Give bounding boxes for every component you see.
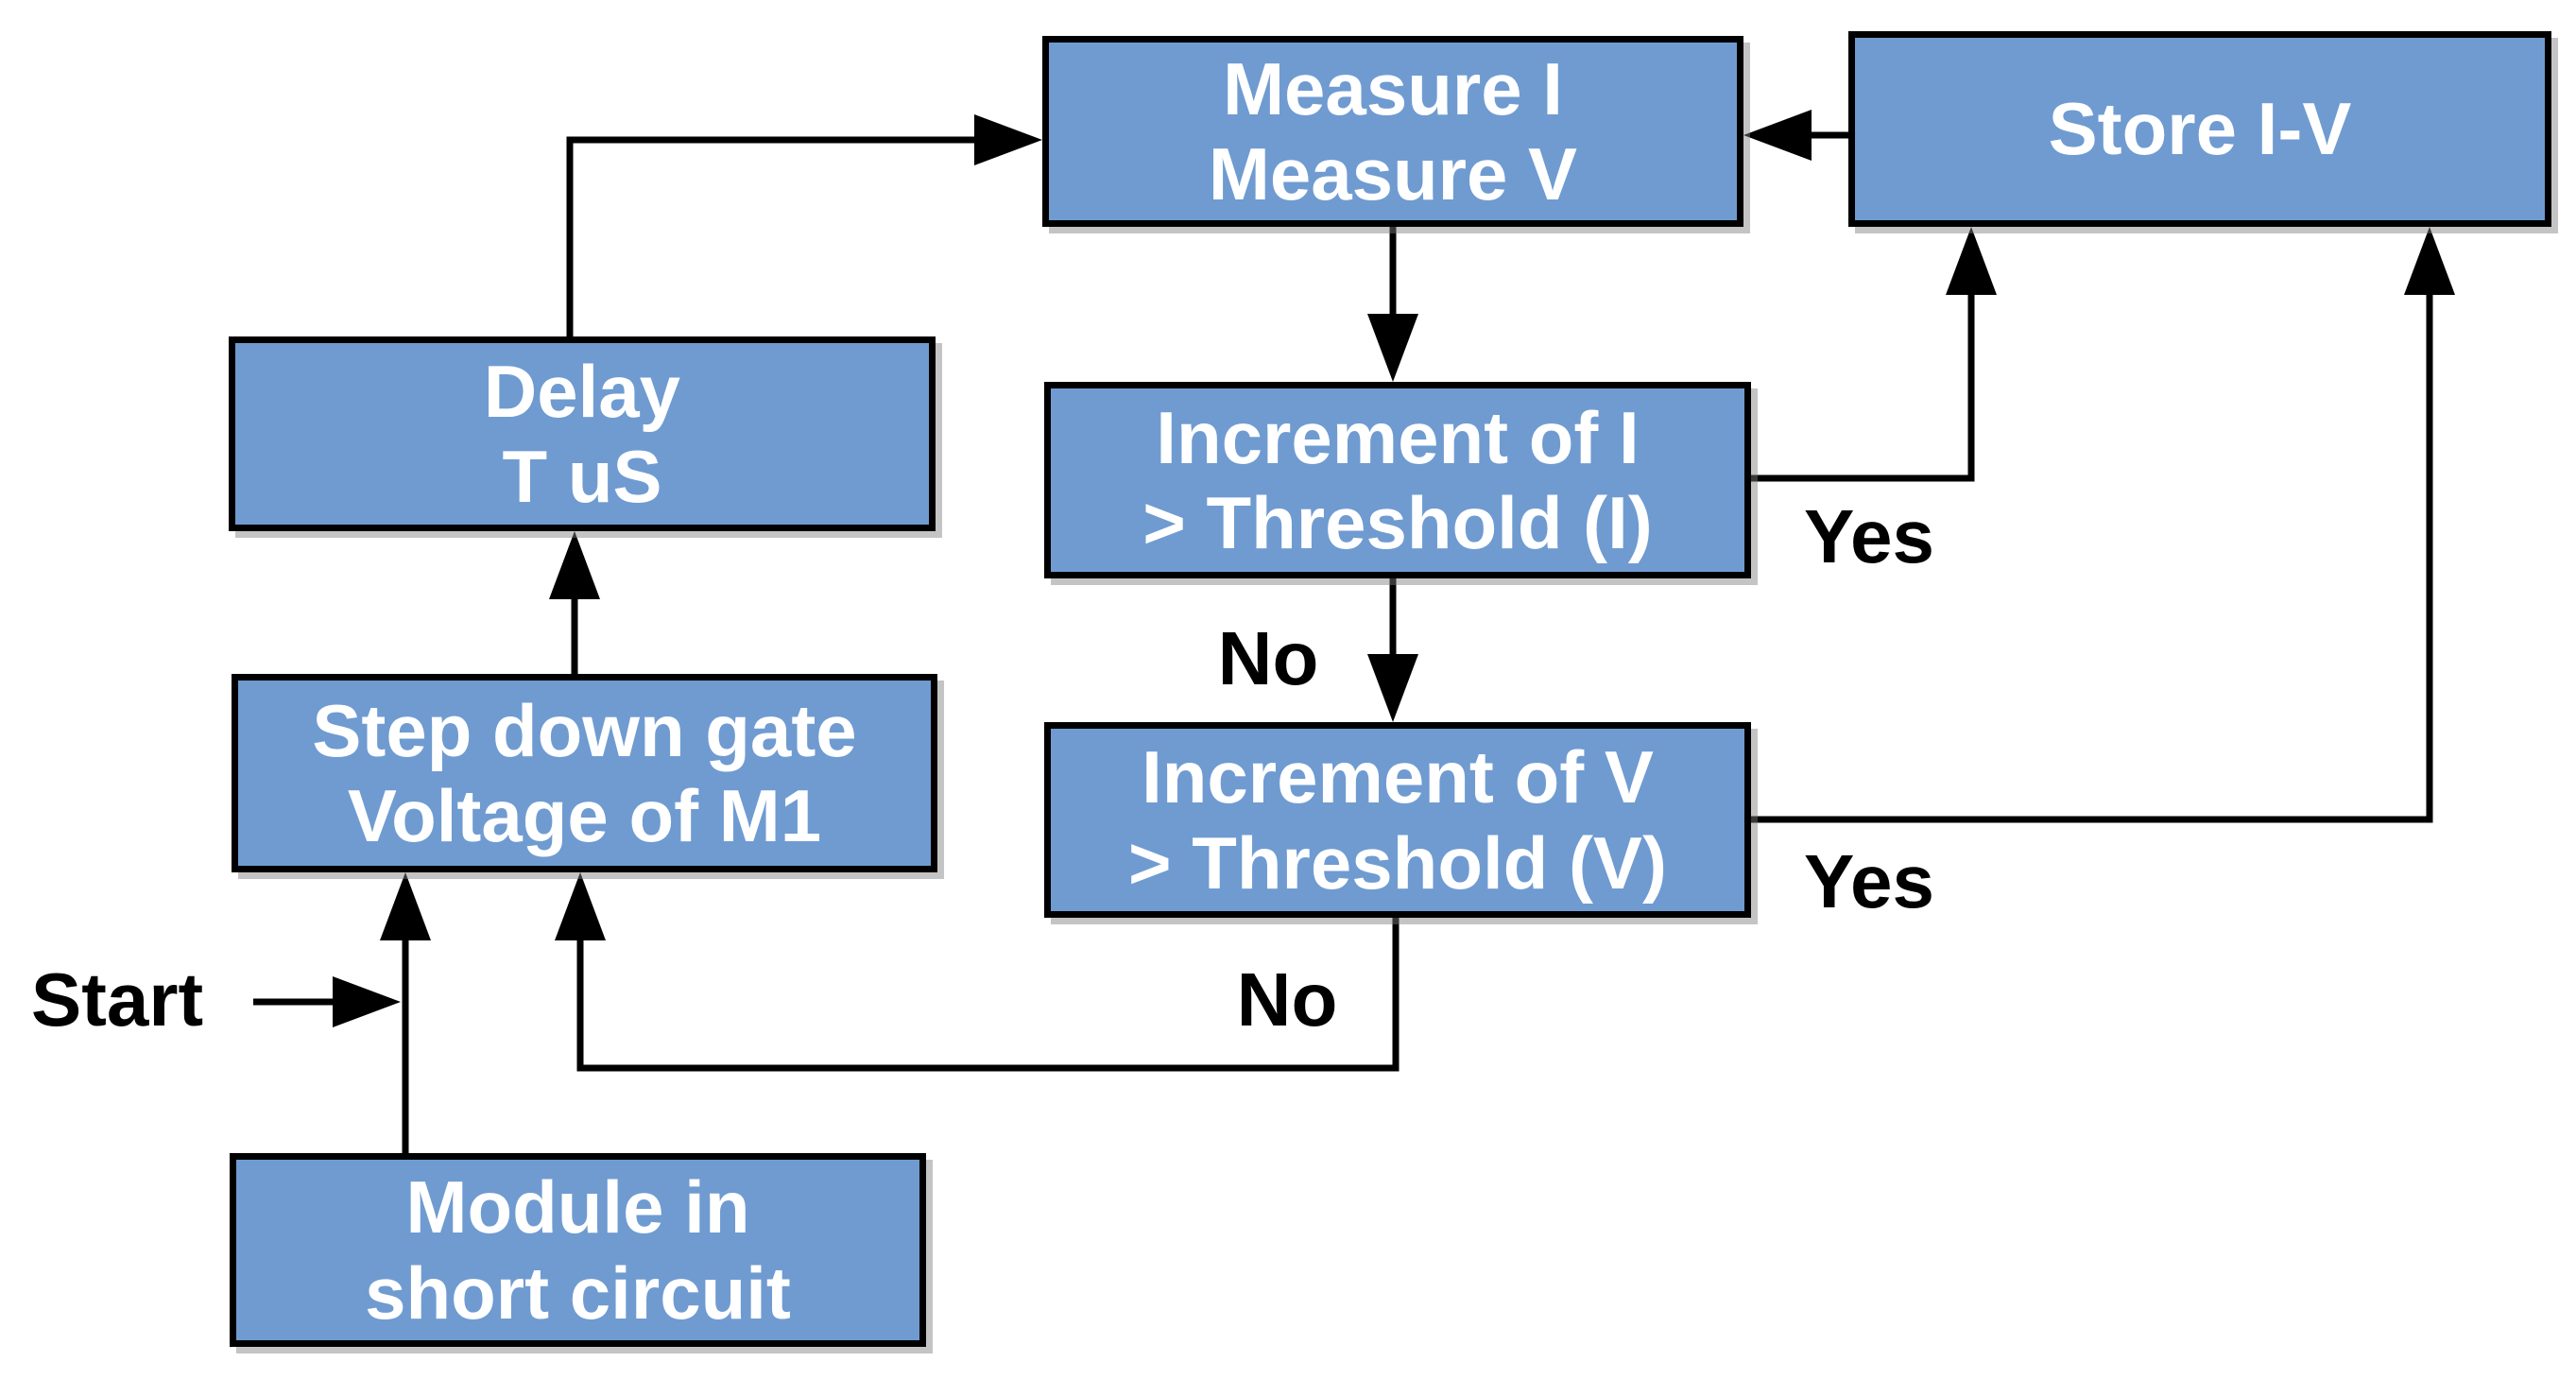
edge-store-to-measure (1743, 110, 1848, 161)
arrowhead-into-measure-right (1743, 110, 1812, 161)
node-increment-i: Increment of I > Threshold (I) (1044, 382, 1751, 578)
arrowhead-into-delay-bottom (549, 531, 600, 599)
node-increment-i-line2: > Threshold (I) (1142, 481, 1653, 564)
yes-label-increment-v: Yes (1804, 839, 1934, 923)
edge-increment-v-yes-to-store (1751, 227, 2455, 823)
edge-line (576, 918, 1400, 1072)
node-increment-v-line2: > Threshold (V) (1128, 820, 1667, 905)
node-delay-line1: Delay (483, 349, 681, 433)
arrowhead-into-store-bottom-right (2404, 227, 2455, 295)
node-module-short-circuit-line1: Module in (405, 1165, 750, 1250)
edge-line (1751, 288, 1975, 482)
node-store-iv-line1: Store I-V (2048, 87, 2352, 171)
edge-increment-i-no-to-increment-v (1367, 578, 1418, 722)
arrowhead-start (333, 976, 401, 1027)
node-module-short-circuit: Module in short circuit (230, 1153, 926, 1347)
node-increment-v-line1: Increment of V (1142, 735, 1654, 819)
node-step-down-gate-line1: Step down gate (312, 688, 857, 772)
node-store-iv: Store I-V (1848, 31, 2551, 227)
node-module-short-circuit-line2: short circuit (365, 1250, 791, 1335)
edge-line (1751, 288, 2433, 823)
no-label-increment-v: No (1236, 957, 1338, 1042)
arrowhead-into-measure-left (974, 114, 1042, 165)
node-step-down-gate-line2: Voltage of M1 (347, 774, 822, 857)
node-measure-line2: Measure V (1208, 132, 1578, 215)
no-label-increment-i: No (1217, 616, 1319, 700)
node-measure-line1: Measure I (1223, 46, 1563, 130)
edge-increment-i-yes-to-store (1751, 227, 1997, 482)
edge-measure-to-increment-i (1367, 227, 1418, 382)
arrowhead-into-step-down-bottom-left (380, 872, 431, 940)
start-label: Start (30, 957, 204, 1042)
arrowhead-into-step-down-bottom-right (555, 872, 606, 940)
node-increment-v: Increment of V > Threshold (V) (1044, 722, 1751, 918)
node-measure: Measure I Measure V (1042, 36, 1743, 227)
node-step-down-gate: Step down gate Voltage of M1 (232, 674, 937, 872)
edge-module-to-step-down (380, 872, 431, 1153)
edge-start-arrow (253, 976, 401, 1027)
arrowhead-into-increment-i-top (1367, 314, 1418, 382)
edge-line (566, 136, 979, 336)
arrowhead-into-increment-v-top (1367, 654, 1418, 722)
edge-delay-to-measure (566, 114, 1042, 336)
edge-increment-v-no-to-step-down (555, 872, 1400, 1072)
node-delay: Delay T uS (229, 336, 936, 531)
node-increment-i-line1: Increment of I (1156, 395, 1640, 479)
arrowhead-into-store-bottom-left (1946, 227, 1997, 295)
edge-step-down-to-delay (549, 531, 600, 674)
yes-label-increment-i: Yes (1804, 494, 1934, 578)
node-delay-line2: T uS (502, 435, 662, 518)
